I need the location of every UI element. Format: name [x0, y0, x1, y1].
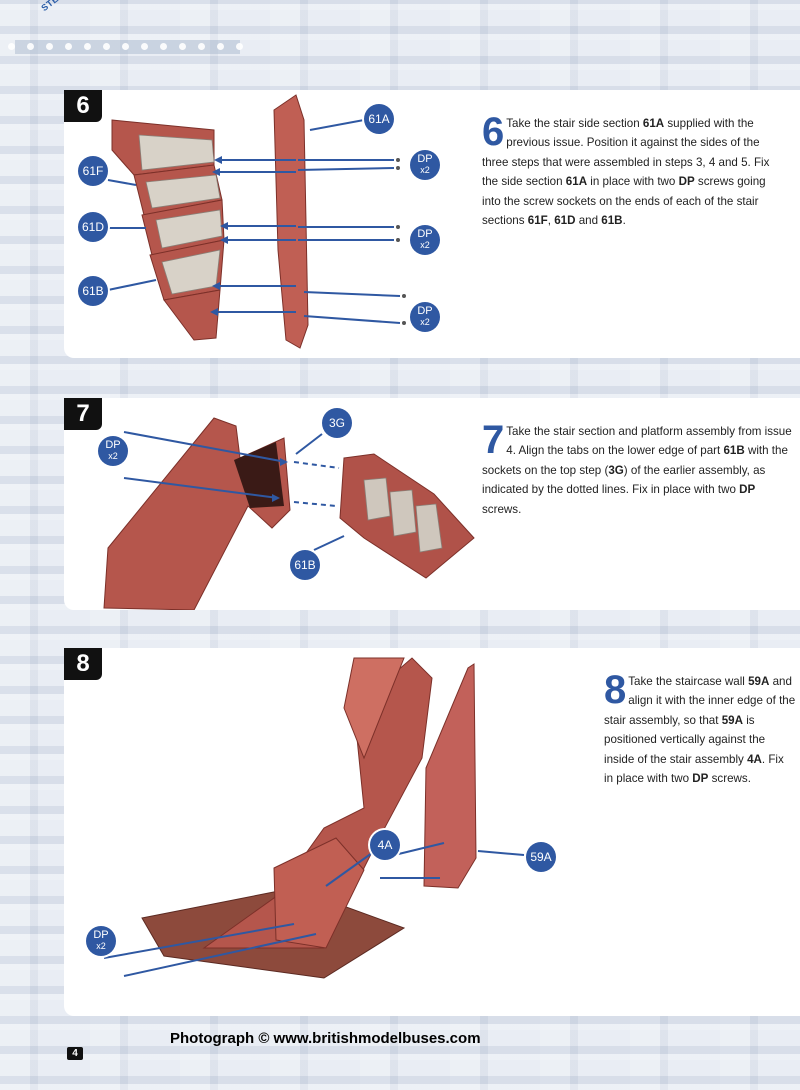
- dp-qty: x2: [420, 317, 430, 327]
- dp-text: DP: [105, 439, 121, 451]
- part-ref: 59A: [721, 713, 743, 727]
- text: with the sockets on the top step (: [482, 444, 788, 477]
- dp-text: DP: [417, 305, 433, 317]
- dot: [198, 43, 205, 50]
- photo-credit: Photograph © www.britishmodelbuses.com: [170, 1030, 481, 1047]
- dot: [103, 43, 110, 50]
- part-ref: 61A: [642, 117, 665, 130]
- part-label-59a: 59A: [526, 842, 556, 872]
- part-label-61f: 61F: [78, 156, 108, 186]
- step-6-illustration: [107, 94, 406, 349]
- part-label-61d: 61D: [78, 212, 108, 242]
- text: supplied with the previous issue. Positi…: [482, 117, 770, 189]
- part-ref: 61D: [554, 214, 576, 228]
- step-6-number: 6: [64, 90, 102, 122]
- part-ref: 61F: [527, 214, 548, 228]
- part-ref: 4A: [747, 752, 762, 766]
- step-by-step-tag: STEP BY STEP: [39, 0, 100, 13]
- part-label-61b: 61B: [290, 550, 320, 580]
- dot: [236, 43, 243, 50]
- dot: [84, 43, 91, 50]
- dp-qty: x2: [420, 165, 430, 175]
- text: Take the stair section and platform asse…: [506, 425, 792, 458]
- step-7-illustration: [103, 417, 475, 610]
- part-ref: 59A: [748, 675, 770, 688]
- part-label-4a: 4A: [370, 830, 400, 860]
- dot: [122, 43, 129, 50]
- step-8-number: 8: [64, 648, 102, 680]
- dp-screw-label: DP x2: [86, 926, 116, 956]
- header: STEP BY STEP: [0, 0, 243, 70]
- part-label-3g: 3G: [322, 408, 352, 438]
- dp-screw-label: DP x2: [410, 150, 440, 180]
- text: ,: [547, 214, 555, 228]
- text: and: [575, 214, 602, 228]
- text: .: [622, 214, 626, 228]
- part-label-61a: 61A: [364, 104, 394, 134]
- text: Take the stair side section: [506, 117, 643, 130]
- part-ref: DP: [678, 175, 695, 189]
- part-ref: 3G: [608, 463, 624, 477]
- dp-screw-label: DP x2: [410, 225, 440, 255]
- dot: [160, 43, 167, 50]
- step-6-drop-number: 6: [482, 110, 505, 154]
- step-8-drop-number: 8: [604, 668, 627, 712]
- text: Take the staircase wall: [628, 675, 749, 688]
- dp-screw-label: DP x2: [410, 302, 440, 332]
- dot: [65, 43, 72, 50]
- dp-qty: x2: [108, 451, 118, 461]
- part-ref: 61A: [565, 175, 588, 189]
- dp-screw-label: DP x2: [98, 436, 128, 466]
- text: ) of the earlier assembly, as indicated …: [482, 463, 766, 497]
- part-ref: DP: [692, 772, 709, 786]
- step-6-panel: 6: [64, 90, 800, 358]
- dot: [179, 43, 186, 50]
- part-ref: 61B: [601, 214, 623, 228]
- dp-text: DP: [417, 153, 433, 165]
- text: in place with two: [587, 175, 679, 189]
- dot: [8, 43, 15, 50]
- dp-qty: x2: [420, 240, 430, 250]
- part-ref: DP: [739, 483, 756, 497]
- part-label-61b: 61B: [78, 276, 108, 306]
- text: screws.: [482, 502, 522, 516]
- header-dots: [8, 43, 243, 50]
- dot: [27, 43, 34, 50]
- step-7-drop-number: 7: [482, 418, 505, 462]
- dot: [217, 43, 224, 50]
- text: is positioned vertically against the ins…: [604, 713, 766, 766]
- page-number: 4: [67, 1047, 83, 1060]
- step-7-number: 7: [64, 398, 102, 430]
- step-8-illustration: [103, 657, 525, 979]
- part-ref: 61B: [723, 444, 745, 458]
- dp-text: DP: [417, 228, 433, 240]
- text: . Fix in place with two: [604, 752, 784, 786]
- dp-text: DP: [93, 929, 109, 941]
- text: screws going into the screw sockets on t…: [482, 175, 766, 228]
- text: screws.: [708, 772, 751, 786]
- dot: [46, 43, 53, 50]
- text: and align it with the inner edge of the …: [604, 675, 796, 727]
- dp-qty: x2: [96, 941, 106, 951]
- dot: [141, 43, 148, 50]
